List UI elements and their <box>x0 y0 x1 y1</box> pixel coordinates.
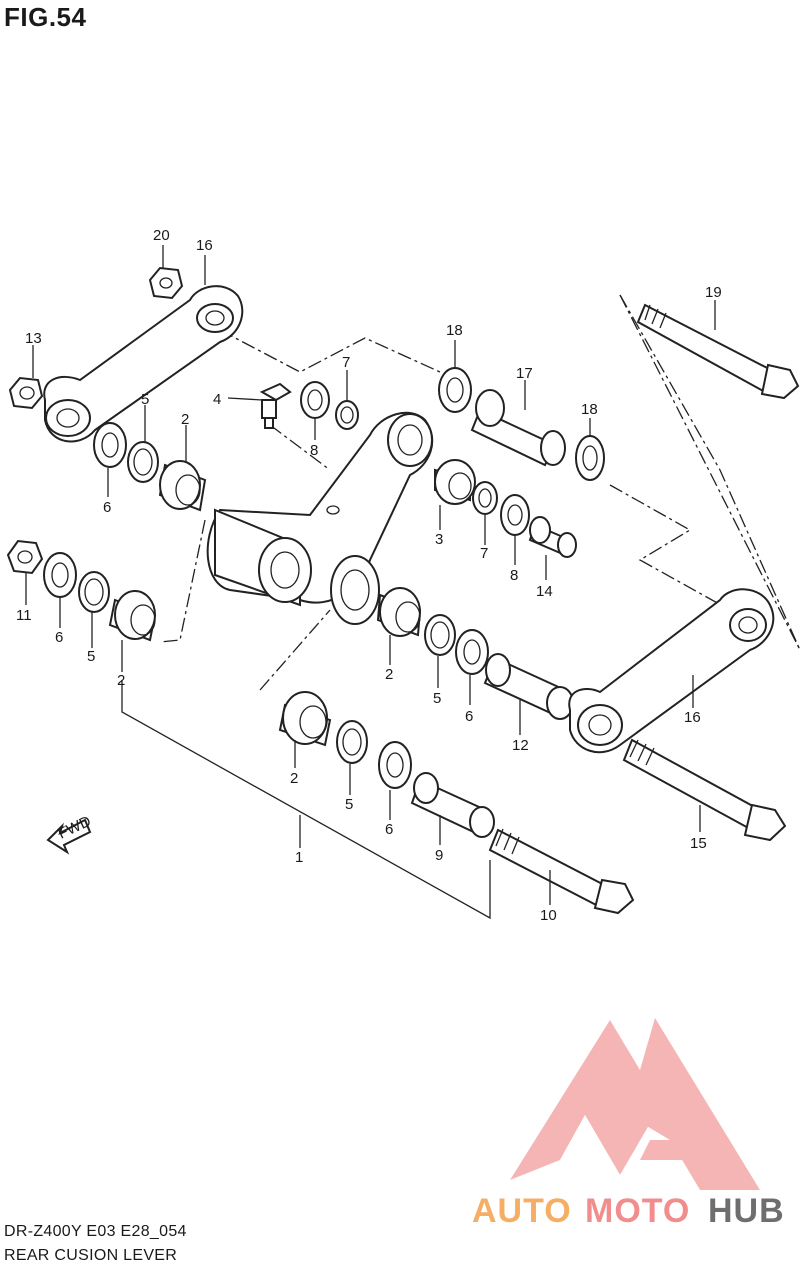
callout-12: 12 <box>512 737 529 754</box>
diagram-name: REAR CUSION LEVER <box>4 1247 178 1264</box>
brand-text-hub: HUB <box>708 1192 785 1230</box>
callout-8-right: 8 <box>510 567 518 584</box>
bearing-2-lower-left <box>108 590 157 642</box>
washer-8-upper <box>300 381 330 419</box>
callout-2-lower-left: 2 <box>117 672 125 689</box>
callout-15: 14 <box>536 583 553 600</box>
seal-5-right <box>424 614 456 656</box>
seal-7-right <box>472 481 498 515</box>
callout-7-upper: 7 <box>342 354 350 371</box>
callout-9: 9 <box>435 847 443 864</box>
callout-6-right: 6 <box>465 708 473 725</box>
link-plate-upper <box>43 285 244 443</box>
callout-17: 17 <box>516 365 533 382</box>
callout-8-upper: 8 <box>310 442 318 459</box>
bearing-2-bottom <box>278 691 332 747</box>
bearing-2-right <box>376 587 422 637</box>
bolt-19 <box>636 303 800 400</box>
bearing-2-upper-left <box>158 460 207 512</box>
callout-5-bottom: 5 <box>345 796 353 813</box>
washer-8-right <box>500 494 530 536</box>
bolt-10 <box>488 828 635 915</box>
bolt-13 <box>622 738 787 842</box>
sleeve-12 <box>483 653 574 720</box>
callout-13: 15 <box>690 835 707 852</box>
model-code: DR-Z400Y E03 E28_054 <box>4 1223 187 1240</box>
leader-lines <box>25 245 716 905</box>
brand-text-moto: MOTO <box>585 1192 690 1230</box>
link-plate-lower <box>568 588 775 754</box>
callout-18-upper: 18 <box>446 322 463 339</box>
nut-20 <box>148 266 184 300</box>
assembly-lines <box>121 294 800 920</box>
sleeve-17 <box>470 389 566 467</box>
callout-5-upper: 5 <box>141 391 149 408</box>
callout-16-lower: 16 <box>684 709 701 726</box>
nut-11 <box>6 539 44 575</box>
callout-19: 19 <box>705 284 722 301</box>
cushion-lever <box>206 411 434 625</box>
callout-5-right: 5 <box>433 690 441 707</box>
callout-2-upper: 2 <box>181 411 189 428</box>
callout-labels: 20 16 13 4 7 8 18 17 18 19 5 2 6 3 7 8 1… <box>16 227 722 924</box>
grease-nipple <box>259 382 292 429</box>
bearing-3 <box>434 459 476 505</box>
callout-20: 20 <box>153 227 170 244</box>
callout-18-right: 18 <box>581 401 598 418</box>
callout-1: 1 <box>295 849 303 866</box>
washer-6-lower-left <box>43 552 77 598</box>
callout-2-right: 2 <box>385 666 393 683</box>
callout-2-bottom: 2 <box>290 770 298 787</box>
callout-14: 13 <box>25 330 42 347</box>
collar-15 <box>528 516 577 558</box>
washer-6-right <box>455 629 489 675</box>
callout-6-upper: 6 <box>103 499 111 516</box>
figure-title: FIG.54 <box>4 2 87 32</box>
sleeve-9 <box>410 772 495 838</box>
nut-14 <box>8 376 44 410</box>
seal-5-upper-left <box>127 441 159 483</box>
brand-text-auto: AUTO <box>472 1192 572 1230</box>
callout-6-lower-left: 6 <box>55 629 63 646</box>
seal-5-lower-left <box>78 571 110 613</box>
callout-10: 10 <box>540 907 557 924</box>
seal-7-upper <box>335 400 359 430</box>
callout-7-right: 7 <box>480 545 488 562</box>
callout-5-lower-left: 5 <box>87 648 95 665</box>
seal-5-bottom <box>336 720 368 764</box>
callout-4: 4 <box>213 391 221 408</box>
callout-11: 11 <box>16 607 32 624</box>
washer-6-upper-left <box>93 422 127 468</box>
callout-16-upper: 16 <box>196 237 213 254</box>
washer-6-bottom <box>378 741 412 789</box>
callout-6-bottom: 6 <box>385 821 393 838</box>
callout-3: 3 <box>435 531 443 548</box>
